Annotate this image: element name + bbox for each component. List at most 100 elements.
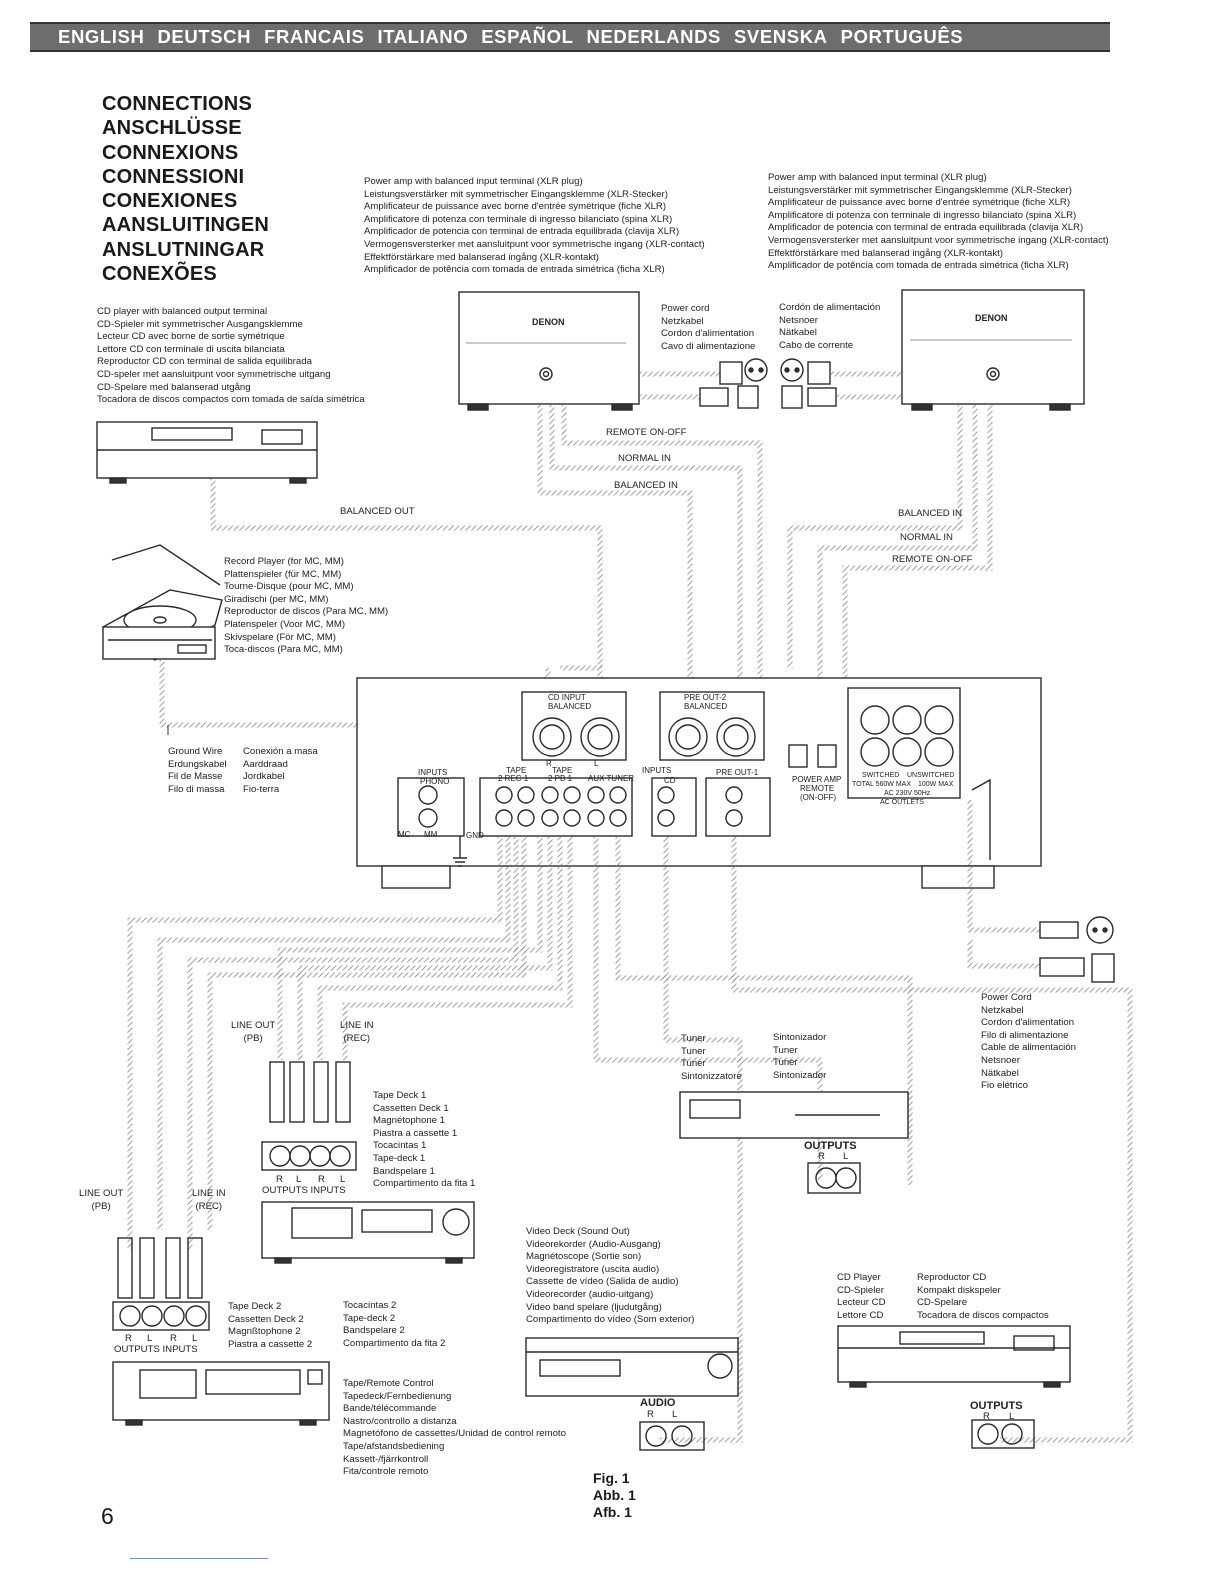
lang-francais: FRANCAIS	[264, 26, 365, 47]
lang-svenska: SVENSKA	[733, 26, 828, 47]
panel-pre-out-2: PRE OUT-2	[684, 693, 727, 702]
tape1-r2: R	[318, 1174, 325, 1185]
tuner-outputs: OUTPUTS	[804, 1140, 857, 1152]
tape-remote-label: Tape/Remote Control Tapedeck/Fernbedienu…	[343, 1378, 566, 1478]
panel-inputs: INPUTS	[642, 766, 672, 775]
power-amp-left	[458, 291, 640, 411]
panel-on-off: (ON-OFF)	[800, 793, 836, 802]
panel-tape1: TAPE	[552, 766, 573, 775]
panel-cd: CD	[664, 776, 676, 785]
title-fr: CONNEXIONS	[102, 141, 239, 164]
title-pt: CONEXÕES	[102, 263, 217, 286]
panel-r: R	[546, 759, 552, 768]
cd-player-bottom	[837, 1325, 1071, 1449]
lang-deutsch: DEUTSCH	[157, 26, 252, 47]
panel-tape2: TAPE	[506, 766, 527, 775]
ground-wire-label-a: Ground Wire Erdungskabel Fil de Masse Fi…	[168, 746, 227, 795]
video-l: L	[672, 1409, 678, 1420]
tape1-line-out: LINE OUT (PB)	[231, 1020, 276, 1044]
video-deck	[525, 1337, 739, 1451]
tuner-device	[679, 1091, 909, 1194]
power-amp-right-label: Power amp with balanced input terminal (…	[768, 172, 1109, 272]
panel-ac-outlets: AC OUTLETS	[880, 799, 924, 806]
panel-unswitched: UNSWITCHED	[907, 772, 955, 779]
cd-r: R	[983, 1411, 990, 1422]
signal-balanced-in-right: BALANCED IN	[898, 508, 962, 519]
tape1-l2: L	[340, 1174, 346, 1185]
tape2-r1: R	[125, 1333, 132, 1344]
panel-mc: MC	[398, 830, 411, 839]
tape1-line-in: LINE IN (REC)	[340, 1020, 374, 1044]
panel-ac-spec: AC 230V 50Hz	[884, 790, 931, 797]
record-player-label: Record Player (for MC, MM) Plattenspiele…	[224, 556, 389, 656]
panel-tape1-sub: 2 PB 1	[548, 774, 573, 783]
tape1-l1: L	[296, 1174, 302, 1185]
lower-cables	[127, 836, 1133, 1443]
panel-pre-out-1: PRE OUT-1	[716, 768, 759, 777]
panel-100w: 100W MAX	[918, 781, 954, 788]
power-cord-right-label: Power Cord Netzkabel Cordon d'alimentati…	[981, 992, 1076, 1092]
tape2-line-in: LINE IN (REC)	[192, 1188, 226, 1212]
signal-balanced-in: BALANCED IN	[614, 480, 678, 491]
ground-wire-label-b: Conexión a masa Aarddraad Jordkabel Fio-…	[243, 746, 318, 795]
panel-cd-balanced: BALANCED	[548, 702, 592, 711]
signal-remote-on-off-right: REMOTE ON-OFF	[892, 554, 973, 565]
section-titles: CONNECTIONS ANSCHLÜSSE CONNEXIONS CONNES…	[102, 92, 269, 286]
panel-tape2-sub: 2 REC 1	[498, 774, 529, 783]
tape-deck-2-label-a: Tape Deck 2 Cassetten Deck 2 Magnßtophon…	[228, 1301, 313, 1350]
tuner-r: R	[818, 1151, 825, 1162]
signal-remote-on-off: REMOTE ON-OFF	[606, 427, 687, 438]
power-cord-mid-label-a: Power cord Netzkabel Cordon d'alimentati…	[661, 303, 756, 352]
power-amp-left-label: Power amp with balanced input terminal (…	[364, 176, 705, 276]
lang-italiano: ITALIANO	[377, 26, 469, 47]
cd-l: L	[1009, 1411, 1015, 1422]
panel-aux-tuner: AUX TUNER	[588, 774, 635, 783]
signal-balanced-out: BALANCED OUT	[340, 506, 415, 517]
title-sv: ANSLUTNINGAR	[102, 238, 265, 261]
power-cord-right	[967, 800, 1115, 983]
lang-nederlands: NEDERLANDS	[586, 26, 721, 47]
panel-gnd: GND	[466, 831, 484, 840]
page-number: 6	[101, 1503, 114, 1529]
tuner-label-b: Sintonizador Tuner Tuner Sintonizador	[773, 1032, 827, 1081]
tape-deck-1-label: Tape Deck 1 Cassetten Deck 1 Magnétophon…	[373, 1090, 476, 1190]
panel-mm: MM	[424, 830, 438, 839]
figure-caption: Fig. 1 Abb. 1 Afb. 1	[593, 1470, 636, 1520]
title-nl: AANSLUITINGEN	[102, 214, 270, 237]
cd-outputs: OUTPUTS	[970, 1400, 1023, 1412]
signal-normal-in: NORMAL IN	[618, 453, 671, 464]
cd-player-label-b: Reproductor CD Kompakt diskspeler CD-Spe…	[917, 1272, 1049, 1321]
video-r: R	[647, 1409, 654, 1420]
tape-deck-1	[261, 1061, 475, 1264]
language-bar: ENGLISH DEUTSCH FRANCAIS ITALIANO ESPAÑO…	[30, 22, 1110, 52]
tape1-outputs-inputs: OUTPUTS INPUTS	[262, 1185, 346, 1196]
receiver-rear-panel	[356, 677, 1042, 889]
power-cord-mid-label-b: Cordón de alimentación Netsnoer Nätkabel…	[779, 302, 881, 351]
video-audio: AUDIO	[640, 1397, 676, 1409]
cd-balanced-label: CD player with balanced output terminal …	[97, 306, 365, 406]
panel-power-amp: POWER AMP	[792, 775, 842, 784]
panel-phono: PHONO	[420, 777, 450, 786]
tape2-r2: R	[170, 1333, 177, 1344]
video-deck-label: Video Deck (Sound Out) Videorekorder (Au…	[526, 1226, 695, 1326]
tape2-line-out: LINE OUT (PB)	[79, 1188, 124, 1212]
tape2-l2: L	[192, 1333, 198, 1344]
panel-inputs-phono: INPUTS	[418, 768, 448, 777]
panel-pre-balanced: BALANCED	[684, 702, 728, 711]
footer-rule	[130, 1558, 268, 1559]
lang-english: ENGLISH	[58, 26, 145, 47]
tape1-r1: R	[276, 1174, 283, 1185]
tuner-label-a: Tuner Tuner Tuner Sintonizzatore	[681, 1033, 742, 1082]
power-amp-right	[901, 289, 1085, 411]
signal-normal-in-right: NORMAL IN	[900, 532, 953, 543]
tape2-outputs-inputs: OUTPUTS INPUTS	[114, 1344, 198, 1355]
tape-deck-2-label-b: Tocacintas 2 Tape-deck 2 Bandspelare 2 C…	[343, 1300, 446, 1349]
cd-player-label-a: CD Player CD-Spieler Lecteur CD Lettore …	[837, 1272, 886, 1321]
title-de: ANSCHLÜSSE	[102, 117, 242, 140]
tape2-l1: L	[147, 1333, 153, 1344]
lang-espanol: ESPAÑOL	[481, 26, 574, 47]
tuner-l: L	[843, 1151, 849, 1162]
tape-deck-2	[112, 1237, 330, 1426]
panel-cd-input: CD INPUT	[548, 693, 586, 702]
